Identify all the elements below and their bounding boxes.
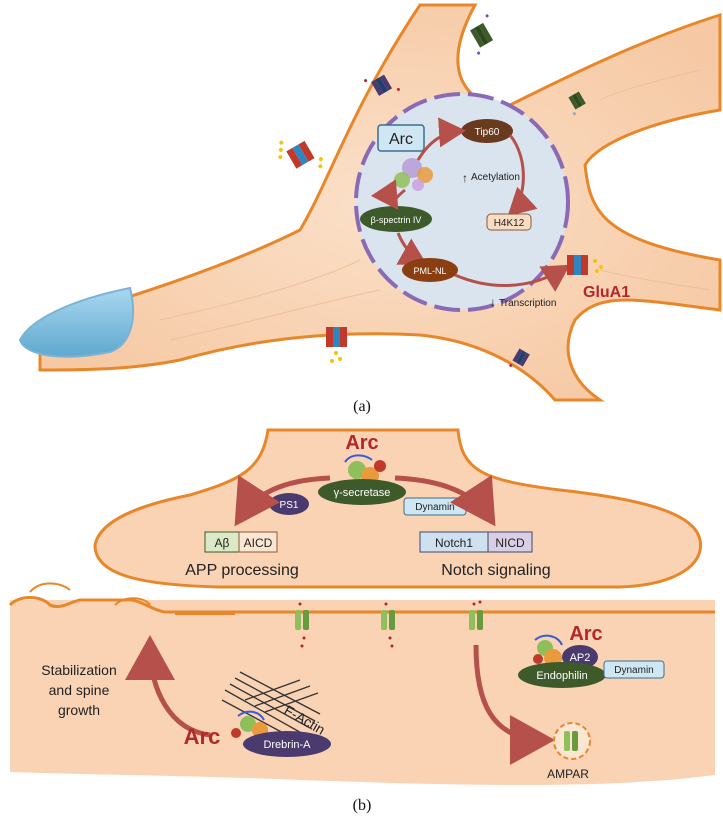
nuclear-envelope [354,92,570,312]
receptor-icon-7 [509,348,530,367]
aicd-label: AICD [244,536,273,550]
synaptic-receptor-2 [381,602,395,648]
arc-box [377,124,425,152]
h4k12-label: H4K12 [494,218,525,229]
panel-b: Arc γ-secretase PS1 Dynamin Aβ AICD APP … [8,428,715,814]
postsynaptic-membrane [8,596,715,614]
ps1-label: PS1 [280,500,299,511]
arrow-arc-to-tip60 [416,117,466,161]
arrow-tip60-to-h4k12 [507,134,538,217]
dynamin-top-label: Dynamin [415,502,454,513]
synaptic-receptor-1 [295,602,309,648]
arrow-stabilization [125,635,211,738]
acetylation-up-arrow: ↑ [462,171,468,185]
arc-protein-icon-left [231,710,268,738]
transcription-down-arrow: ↓ [490,295,496,309]
bspectrin-label: β-spectrin IV [371,215,422,225]
panel-a: Arc Tip60 ↑ Acetylation H4K12 β-spectrin… [18,3,722,415]
stabilization-line-2: and spine [49,682,110,698]
ap2-label: AP2 [570,652,591,664]
acetylation-label: Acetylation [471,172,520,183]
receptor-icon-5 [567,255,603,275]
tip60-label: Tip60 [475,127,500,138]
arc-left-label: Arc [184,724,221,749]
postsynaptic-fringe [29,582,235,615]
axon-myelin [18,286,135,358]
ampar-receptor-a [564,731,570,751]
endophilin-label: Endophilin [536,670,587,682]
transcription-label: Transcription [499,298,556,309]
arrow-to-app [234,475,331,527]
tip60-oval [461,119,513,143]
drebrin-oval [243,731,331,757]
bspectrin-oval [360,206,432,232]
stabilization-line-1: Stabilization [41,662,117,678]
arrow-arc-to-bspectrin [370,179,406,210]
pmlnl-label: PML-NL [413,266,446,276]
notch1-label: Notch1 [435,536,473,550]
ampar-label: AMPAR [547,767,589,781]
ampar-receptor-b [572,731,578,751]
arc-label: Arc [389,131,413,148]
nicd-label: NICD [495,536,525,550]
receptor-icon-6 [326,327,347,363]
receptor-icon-3 [470,14,494,55]
postsynaptic-region [10,600,715,785]
arrow-pmlnl-to-glua1 [454,264,571,292]
dynamin-right-box [603,660,665,679]
panel-b-label: (b) [353,797,372,814]
drebrin-label: Drebrin-A [263,739,311,751]
arc-right-label: Arc [569,623,602,645]
dynamin-right-label: Dynamin [614,665,653,676]
panel-a-label: (a) [353,398,371,415]
stabilization-line-3: growth [58,702,100,718]
synaptic-receptor-3 [469,600,483,630]
arrow-to-notch [394,475,496,527]
receptor-icon-2 [364,74,400,96]
arrow-endocytosis [473,644,555,765]
aicd-box [238,531,278,553]
notch-signaling-label: Notch signaling [441,562,550,579]
gsecretase-label: γ-secretase [334,487,391,499]
pmlnl-oval [402,258,458,282]
h4k12-box [486,213,532,231]
gsecretase-oval [318,479,406,505]
arc-top-label: Arc [345,432,378,454]
app-processing-label: APP processing [185,562,299,579]
abeta-label: Aβ [215,536,230,550]
receptor-icon-4 [568,91,586,116]
glua1-label: GluA1 [583,284,630,301]
endophilin-oval [518,662,606,688]
receptor-icon-1 [278,140,323,169]
nicd-box [487,531,533,553]
